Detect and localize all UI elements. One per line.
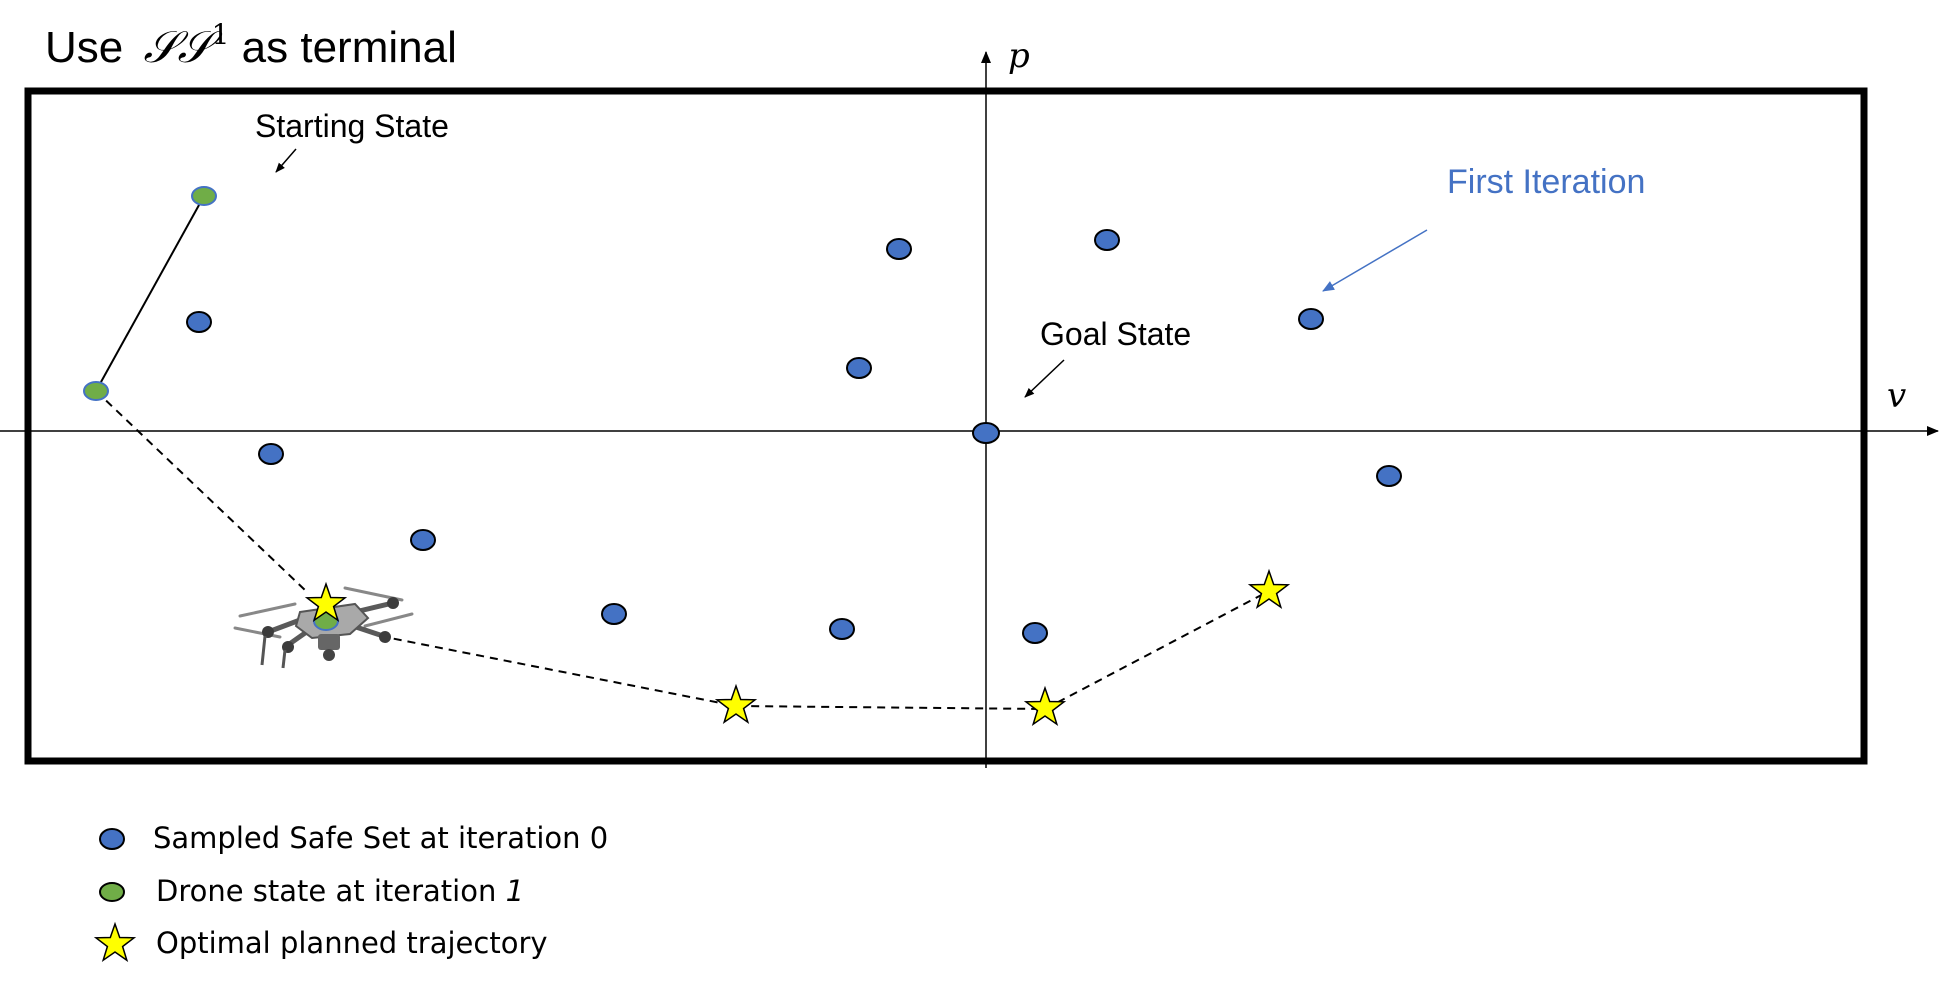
drone-dashed-path [95, 390, 307, 592]
legend-star-icon [93, 921, 137, 963]
goal-state-label: Goal State [1040, 316, 1191, 352]
legend-optimal-trajectory-label: Optimal planned trajectory [156, 926, 548, 960]
legend-safe-set-marker [99, 828, 125, 850]
starting-state-arrow [275, 148, 297, 173]
goal-state-arrow [1024, 359, 1065, 398]
star-icon [714, 683, 758, 725]
v-axis-label: v [1887, 376, 1906, 416]
legend-drone-state-label: Drone state at iteration 1 [156, 874, 524, 908]
drone-state-point [83, 381, 109, 401]
star-icon [1023, 685, 1067, 727]
safe-set-point [1376, 465, 1402, 487]
previous-trajectory-line [95, 195, 205, 392]
safe-set-point [1022, 622, 1048, 644]
legend-safe-set-label: Sampled Safe Set at iteration 0 [153, 821, 608, 855]
safe-set-point [258, 443, 284, 465]
first-iteration-arrow [1322, 229, 1428, 292]
drone-state-point-start [191, 186, 217, 206]
state-space-frame [24, 87, 1868, 765]
safe-set-point [410, 529, 436, 551]
sampled-safe-set [186, 229, 1402, 644]
legend: Sampled Safe Set at iteration 0 Drone st… [93, 821, 608, 963]
safe-set-point [1298, 308, 1324, 330]
starting-state-label: Starting State [255, 108, 449, 144]
star-icon [1247, 568, 1291, 610]
safe-set-point [886, 238, 912, 260]
safe-set-point [846, 357, 872, 379]
safe-set-point [972, 422, 1000, 444]
star-icon [304, 581, 348, 623]
safe-set-symbol: 𝒮𝒮 [143, 22, 222, 73]
p-axis-label: p [1008, 36, 1030, 76]
safe-set-point [1094, 229, 1120, 251]
legend-drone-state-marker [99, 882, 125, 902]
safe-set-point [601, 603, 627, 625]
safe-set-point [186, 311, 212, 333]
title: Use 𝒮𝒮1 as terminal [45, 18, 457, 73]
optimal-trajectory-stars [304, 568, 1291, 727]
quadcopter-drone-icon [233, 586, 414, 669]
optimal-trajectory-path [379, 590, 1270, 711]
first-iteration-label: First Iteration [1447, 163, 1645, 201]
safe-set-point [829, 618, 855, 640]
title-superscript: 1 [212, 18, 230, 51]
drone-states [83, 186, 217, 401]
